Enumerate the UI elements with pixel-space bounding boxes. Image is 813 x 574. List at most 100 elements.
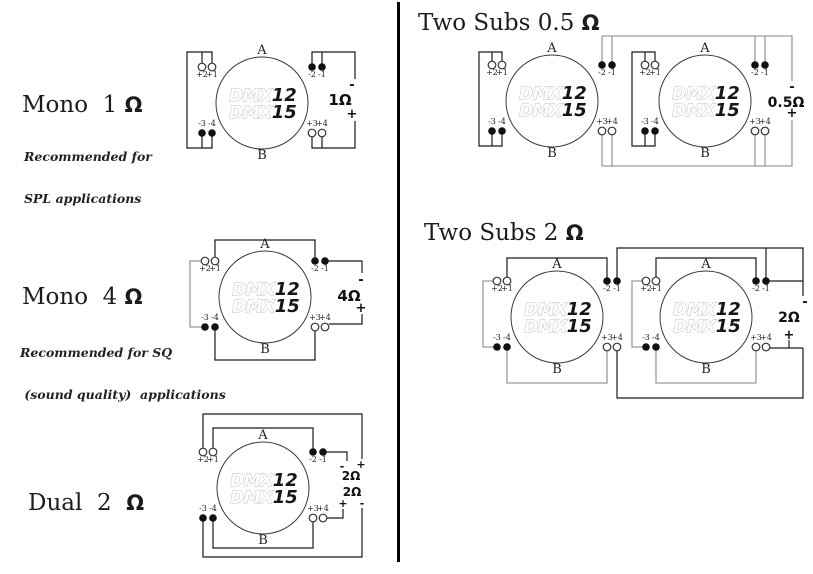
wire [189,260,205,328]
coil-a-label: A [700,257,711,272]
terminal-label: +3 [309,313,321,322]
terminal-top-left-2 [651,276,661,286]
terminal-top-left-1 [640,60,650,70]
terminal-top-right-1 [603,277,611,285]
mono-1-ohm-subtitle: Recommended for SPL applications [24,122,152,234]
subtitle-line: (sound quality) applications [20,387,226,402]
dmx-brand-text: DMX [672,84,716,104]
dmx-model-number: 12 [715,83,740,104]
terminal-label: +1 [650,284,662,293]
title-text: Two Subs 0.5 [418,10,582,36]
minus-sign: - [360,497,365,510]
plus-sign: + [787,106,798,121]
terminal-label: -3 [198,119,206,128]
terminal-bottom-right-1 [602,342,612,352]
dmx-logo-line: DMX15 [232,296,300,317]
dmx-logo-line: DMX12 [519,83,587,104]
dmx-model-number: 15 [715,100,740,121]
wire [655,257,757,281]
terminal-bottom-left-1 [493,343,501,351]
wire [616,247,804,296]
terminal-top-right-1 [311,257,319,265]
terminal-label: -4 [209,504,217,513]
wire [325,260,363,273]
terminal-bottom-left-2 [209,514,217,522]
terminal-label: -3 [493,333,501,342]
terminal-label: +3 [601,333,613,342]
coil-a-label: A [256,43,267,58]
terminal-label: -1 [761,68,769,77]
coil-a-label: A [257,428,268,443]
dmx-logo-line: DMX12 [232,279,300,300]
terminal-label: -3 [199,504,207,513]
terminal-label: -1 [321,264,329,273]
terminal-label: -4 [208,119,216,128]
terminal-label: +2 [491,284,503,293]
dmx-model-number: 12 [275,279,300,300]
terminal-label: -4 [651,117,659,126]
two-subs-2-ohm-title: Two Subs 2 Ω [424,220,584,246]
plus-sign: + [347,107,358,122]
dmx-brand-text: DMX [232,280,276,300]
section-divider [397,2,400,562]
coil-a-label: A [699,41,710,56]
dmx-logo-line: DMX12 [230,470,298,491]
terminal-bottom-left-2 [498,127,506,135]
terminal-label: +4 [759,117,771,126]
coil-b-label: B [700,146,710,161]
dmx-model-number: 12 [273,470,298,491]
coil-a-label: A [551,257,562,272]
dmx-logo-line: DMX15 [519,100,587,121]
terminal-bottom-left-2 [208,129,216,137]
wire [478,51,503,147]
terminal-top-left-1 [197,62,207,72]
terminal-label: -1 [318,70,326,79]
terminal-top-right-1 [308,63,316,71]
dmx-logo-line: DMX12 [524,299,592,320]
coil-b-label: B [260,342,270,357]
terminal-label: +3 [750,333,762,342]
terminal-bottom-right-2 [761,342,771,352]
terminal-top-right-2 [608,61,616,69]
terminal-top-right-1 [598,61,606,69]
terminal-label: +4 [606,117,618,126]
terminal-bottom-left-2 [211,323,219,331]
terminal-top-right-2 [318,63,326,71]
terminal-label: +1 [501,284,513,293]
terminal-top-left-2 [502,276,512,286]
terminal-label: +4 [611,333,623,342]
terminal-bottom-left-1 [199,514,207,522]
minus-sign: - [789,80,794,95]
dmx-logo-line: DMX12 [672,83,740,104]
terminal-bottom-left-2 [652,343,660,351]
dmx-logo-line: DMX15 [524,316,592,337]
dmx-brand-text: DMX [672,101,716,121]
coil-b-label: B [257,148,267,163]
minus-sign: - [358,273,363,288]
two-subs-2-ohm-diagram: ABDMX12DMX15+2+1-2-1-3-4+3+4ABDMX12DMX15… [482,247,808,399]
coil-b-label: B [547,146,557,161]
dmx-logo-line: DMX12 [673,299,741,320]
terminal-top-right-1 [751,61,759,69]
dmx-brand-text: DMX [229,103,273,123]
terminal-label: -2 [752,284,760,293]
terminal-label: +1 [206,70,218,79]
dmx-model-number: 12 [272,85,297,106]
dmx-brand-text: DMX [232,297,276,317]
terminal-label: -1 [762,284,770,293]
terminal-label: -3 [488,117,496,126]
mono-1-ohm-title: Mono 1 Ω [22,92,142,118]
terminal-label: -1 [613,284,621,293]
terminal-label: +1 [207,455,219,464]
subtitle-line: Recommended for [24,149,152,164]
terminal-bottom-right-2 [318,513,328,523]
subwoofer-circle [218,250,312,344]
terminal-label: +1 [649,68,661,77]
mono-4-ohm-title: Mono 4 Ω [22,284,142,310]
dmx-logo-line: DMX12 [229,85,297,106]
subwoofer-circle [505,54,599,148]
dmx-brand-text: DMX [519,101,563,121]
